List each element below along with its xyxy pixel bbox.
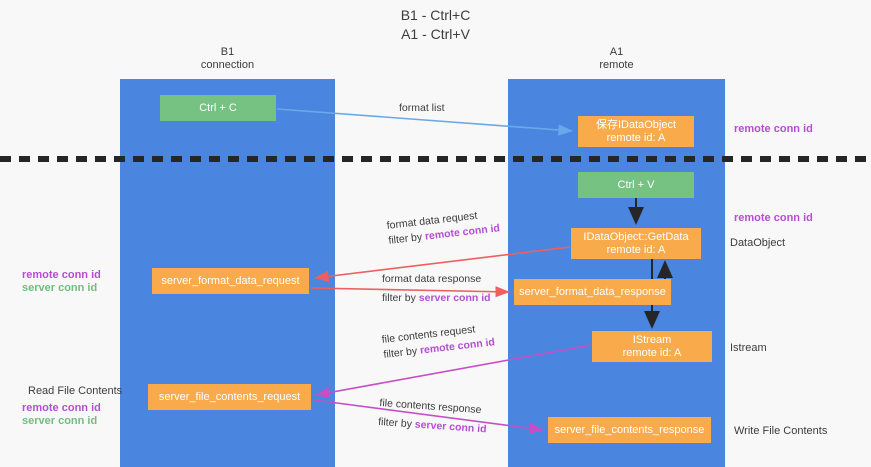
lane-header-a1-name: A1	[609, 46, 624, 58]
lane-header-b1-name: B1	[220, 46, 235, 58]
filter-key-server-conn-id: server conn id	[414, 418, 487, 436]
side-label-remote-conn-id-top: remote conn id	[734, 123, 813, 135]
side-label-istream: Istream	[730, 342, 767, 354]
filter-prefix: filter by	[387, 230, 426, 247]
filter-key-server-conn-id: server conn id	[418, 292, 491, 304]
box-idataobject-getdata[interactable]: IDataObject::GetData remote id: A	[571, 228, 701, 259]
box-idataobject-line2: remote id: A	[606, 131, 666, 144]
side-label-remote-conn-id-mid: remote conn id	[734, 212, 813, 224]
side-label-left-remote-conn-id-2: remote conn id	[22, 402, 101, 414]
box-server-file-contents-request[interactable]: server_file_contents_request	[148, 384, 311, 410]
edge-label-format-data-response-filter: filter by server conn id	[382, 291, 491, 306]
box-server-format-data-response-label: server_format_data_response	[519, 285, 666, 298]
box-getdata-line2: remote id: A	[606, 243, 666, 256]
box-idataobject[interactable]: 保存IDataObject remote id: A	[578, 116, 694, 147]
edge-label-format-data-response-line1: format data response	[382, 273, 482, 285]
box-server-format-data-request[interactable]: server_format_data_request	[152, 268, 309, 294]
edge-label-format-data-request: format data request filter by remote con…	[386, 206, 501, 248]
edge-label-file-contents-response: file contents response filter by server …	[378, 396, 489, 437]
box-server-file-contents-request-label: server_file_contents_request	[158, 390, 301, 403]
box-server-format-data-request-label: server_format_data_request	[161, 274, 300, 287]
edge-label-file-contents-request: file contents request filter by remote c…	[381, 320, 496, 362]
lane-header-a1: A1 remote	[508, 46, 725, 72]
lane-header-b1: B1 connection	[120, 46, 335, 72]
edge-label-format-list-text: format list	[399, 102, 445, 114]
box-server-file-contents-response[interactable]: server_file_contents_response	[548, 417, 711, 443]
box-getdata-line1: IDataObject::GetData	[583, 230, 689, 243]
side-label-left-server-conn-id-1: server conn id	[22, 282, 98, 294]
edge-label-format-list: format list	[399, 101, 445, 116]
side-label-read-file-contents: Read File Contents	[28, 385, 123, 397]
lane-header-a1-sub: remote	[599, 59, 634, 71]
diagram-title: B1 - Ctrl+C A1 - Ctrl+V	[0, 6, 871, 44]
box-ctrl-c[interactable]: Ctrl + C	[160, 95, 276, 121]
title-line-1: B1 - Ctrl+C	[400, 7, 471, 23]
box-ctrl-v[interactable]: Ctrl + V	[578, 172, 694, 198]
box-istream[interactable]: IStream remote id: A	[592, 331, 712, 362]
side-label-left-remote-conn-id-1: remote conn id	[22, 269, 101, 281]
box-server-format-data-response[interactable]: server_format_data_response	[514, 279, 671, 305]
box-idataobject-line1: 保存IDataObject	[595, 118, 677, 131]
filter-prefix: filter by	[382, 292, 419, 304]
edge-label-format-data-response: format data response filter by server co…	[382, 272, 491, 306]
side-label-write-file-contents: Write File Contents	[734, 425, 828, 437]
side-label-dataobject: DataObject	[730, 237, 786, 249]
edge-label-file-contents-response-filter: filter by server conn id	[378, 415, 487, 438]
box-istream-line2: remote id: A	[622, 346, 682, 359]
box-server-file-contents-response-label: server_file_contents_response	[554, 423, 705, 436]
filter-prefix: filter by	[382, 344, 421, 361]
title-line-2: A1 - Ctrl+V	[401, 26, 470, 42]
side-label-left-server-conn-id-2: server conn id	[22, 415, 98, 427]
lane-header-b1-sub: connection	[200, 59, 255, 71]
box-istream-line1: IStream	[632, 333, 672, 346]
box-ctrl-v-label: Ctrl + V	[617, 178, 655, 191]
filter-prefix: filter by	[377, 415, 416, 431]
box-ctrl-c-label: Ctrl + C	[199, 101, 237, 114]
